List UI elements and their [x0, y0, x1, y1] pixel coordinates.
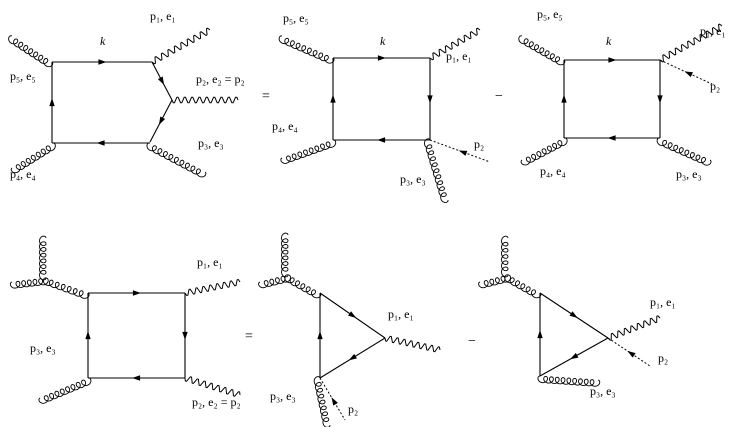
d1-gluon-p5	[8, 35, 54, 68]
d6-label-p1: p₁, e₁	[650, 295, 676, 309]
d5-scalar-p2-arrow	[331, 397, 338, 406]
d4-right-propagator-arrow	[182, 331, 188, 340]
d2-left-propagator-arrow	[330, 94, 336, 103]
d1-label-p4: p₄, e₄	[10, 167, 36, 181]
d3-right-propagator-arrow	[657, 95, 663, 104]
d6-label-p2: p₂	[658, 351, 668, 365]
d4-label-p1: p₁, e₁	[197, 255, 223, 269]
d1-top-propagator-arrow	[98, 59, 107, 65]
d3-photon-p1	[659, 23, 723, 63]
d2-top-propagator-arrow	[377, 55, 386, 61]
d2-right-propagator-arrow	[427, 95, 433, 104]
d5-minus: −	[468, 334, 476, 349]
d5-gluon-p3	[313, 376, 331, 427]
d1-label-p2: p₂, e₂ = p₂	[196, 72, 245, 86]
d3-bottom-propagator-arrow	[607, 135, 616, 141]
d1-equals: =	[262, 89, 270, 104]
d4-label-p2: p₂, e₂ = p₂	[192, 395, 241, 409]
d3-label-p2: p₂	[710, 79, 720, 93]
d5-label-p1: p₁, e₁	[388, 307, 414, 321]
d6-gluon-a	[501, 235, 509, 278]
d1-right-upper-propagator-arrow	[157, 76, 165, 85]
d5-photon-p1	[384, 335, 441, 353]
d4-bottom-propagator-arrow	[132, 375, 141, 381]
d6-label-p3: p₃, e₃	[590, 384, 616, 398]
d2-gluon-p3	[424, 138, 449, 203]
d1-label-p1: p₁, e₁	[150, 9, 176, 23]
d1-label-k: k	[100, 34, 106, 48]
d4-photon-p2	[184, 376, 241, 397]
d3-label-p5: p₅, e₅	[537, 7, 563, 21]
d3-left-propagator-arrow	[561, 94, 567, 103]
d4-gluon-p3	[38, 377, 92, 404]
d2-bottom-propagator-arrow	[377, 137, 386, 143]
d5-gluon-b	[258, 274, 291, 289]
d2-label-p3: p₃, e₃	[400, 172, 426, 186]
d3-gluon-p4	[520, 137, 568, 166]
d5-lower-propagator-arrow	[348, 353, 357, 361]
d3-label-p3: p₃, e₃	[676, 167, 702, 181]
d2-photon-p1	[429, 27, 481, 61]
d4-gluon-c	[42, 277, 90, 299]
d3-label-p4: p₄, e₄	[540, 164, 566, 178]
d5-upper-propagator-arrow	[348, 311, 357, 319]
d3-scalar-p2-arrow	[684, 71, 694, 78]
d2-minus: −	[495, 89, 503, 104]
d4-label-p3: p₃, e₃	[30, 341, 56, 355]
d1-label-p3: p₃, e₃	[198, 136, 224, 150]
d4-top-propagator-arrow	[132, 290, 141, 296]
d6-gluon-c	[504, 274, 542, 299]
d1-gluon-p3	[146, 142, 207, 178]
d4-gluon-a	[39, 235, 47, 281]
d1-photon-p1	[151, 27, 211, 65]
d2-scalar-p2-arrow	[458, 150, 468, 156]
d2-scalar-p2	[429, 139, 491, 163]
d4-gluon-b	[9, 277, 49, 289]
d6-upper-propagator-arrow	[569, 311, 578, 318]
d5-left-propagator-arrow	[317, 331, 323, 340]
d2-label-p1: p₁, e₁	[446, 49, 472, 63]
d2-label-p4: p₄, e₄	[272, 119, 298, 133]
d2-gluon-p5	[278, 35, 335, 64]
d6-left-propagator-arrow	[537, 330, 543, 339]
d4-equals: =	[245, 329, 253, 344]
d6-gluon-b	[478, 274, 511, 289]
d1-label-p5: p₅, e₅	[10, 69, 36, 83]
d4-left-propagator-arrow	[85, 331, 91, 340]
d6-gluon-p3	[537, 375, 601, 387]
d5-gluon-c	[284, 274, 322, 299]
d5-gluon-a	[281, 232, 289, 278]
d5-label-p3: p₃, e₃	[270, 389, 296, 403]
d4-photon-p1	[184, 278, 241, 297]
d6-photon-p1	[607, 315, 661, 341]
d3-label-k: k	[606, 34, 612, 48]
d1-left-propagator-arrow	[49, 98, 55, 107]
d1-gluon-p4	[10, 142, 56, 174]
d6-scalar-p2-arrow	[627, 350, 636, 358]
d3-gluon-p5	[518, 35, 566, 66]
d1-bottom-propagator-arrow	[96, 140, 105, 146]
d3-top-propagator-arrow	[608, 57, 617, 63]
d1-right-lower-propagator-arrow	[158, 116, 166, 125]
d6-lower-propagator-arrow	[570, 352, 579, 360]
d2-label-p2: p₂	[474, 137, 484, 151]
d2-label-k: k	[380, 34, 386, 48]
d3-gluon-p3	[656, 137, 712, 166]
d2-gluon-p4	[280, 139, 337, 164]
d5-label-p2: p₂	[348, 402, 358, 416]
d2-label-p5: p₅, e₅	[283, 11, 309, 25]
d1-photon-p2	[171, 96, 239, 104]
d3-label-p1: p₁, e₁	[700, 24, 726, 38]
